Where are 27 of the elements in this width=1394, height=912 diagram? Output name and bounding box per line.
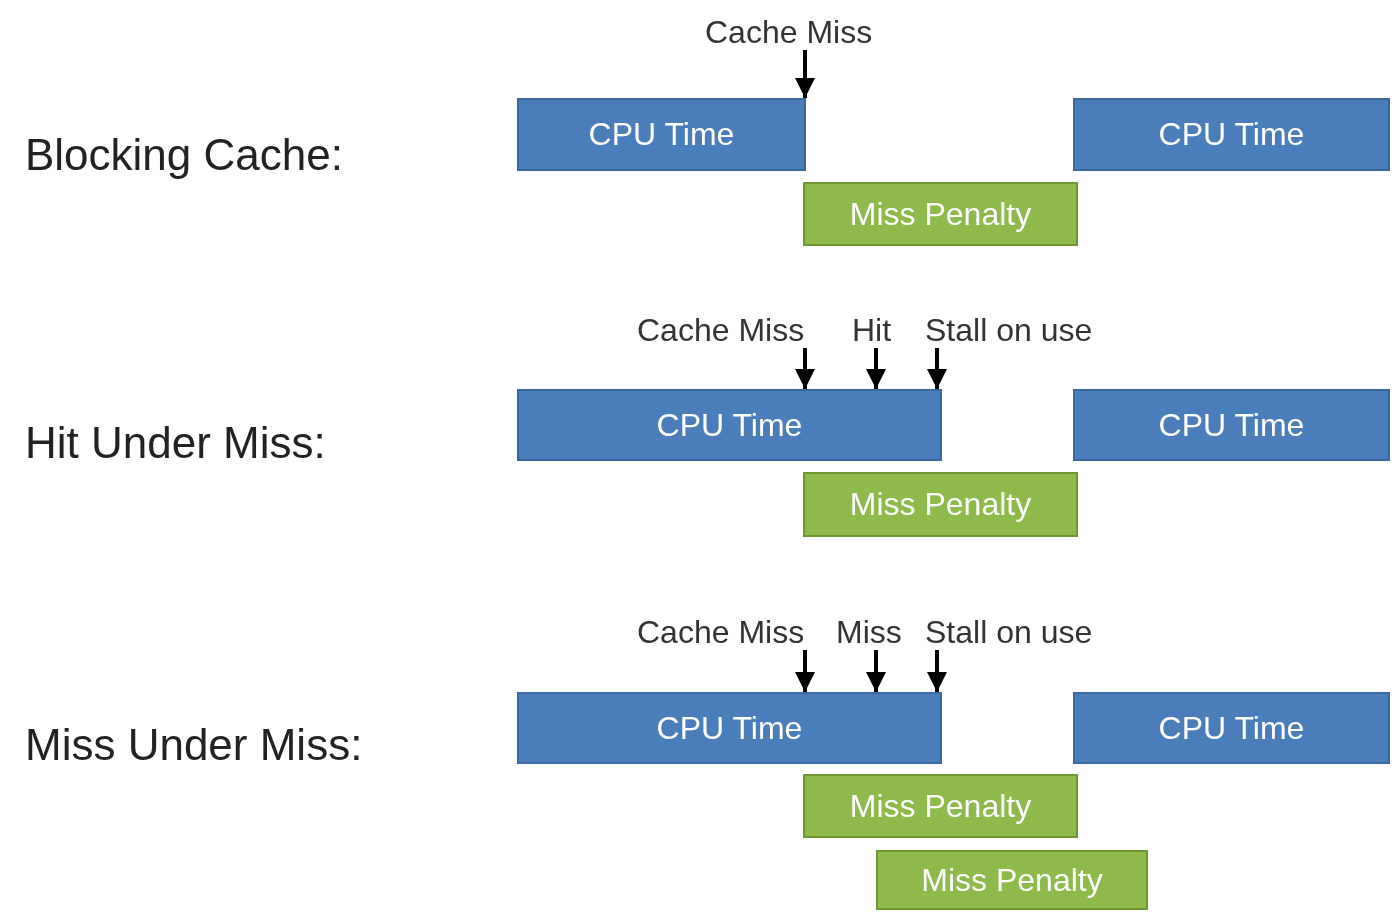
event-label: Cache Miss [637,614,805,650]
arrow [866,650,886,692]
arrow [795,348,815,389]
event-label: Stall on use [925,614,1093,650]
arrow [927,650,947,692]
row-label: Hit Under Miss: [25,418,326,468]
event-label: Stall on use [925,312,1093,348]
event-label: Cache Miss [637,312,805,348]
cpu-time-bar: CPU Time [1073,692,1390,764]
miss-penalty-bar: Miss Penalty [803,774,1078,838]
event-label: Miss [836,614,902,650]
arrow [795,650,815,692]
event-label: Cache Miss [705,14,873,50]
row-label: Miss Under Miss: [25,720,363,770]
cpu-time-bar: CPU Time [517,98,806,171]
miss-penalty-bar: Miss Penalty [803,182,1078,246]
arrow [795,50,815,98]
cpu-time-bar: CPU Time [517,692,942,764]
cpu-time-bar: CPU Time [1073,389,1390,461]
cpu-time-bar: CPU Time [517,389,942,461]
row-label: Blocking Cache: [25,130,343,180]
miss-penalty-bar: Miss Penalty [803,472,1078,537]
cpu-time-bar: CPU Time [1073,98,1390,171]
arrow [866,348,886,389]
miss-penalty-bar: Miss Penalty [876,850,1148,910]
event-label: Hit [852,312,892,348]
arrow [927,348,947,389]
